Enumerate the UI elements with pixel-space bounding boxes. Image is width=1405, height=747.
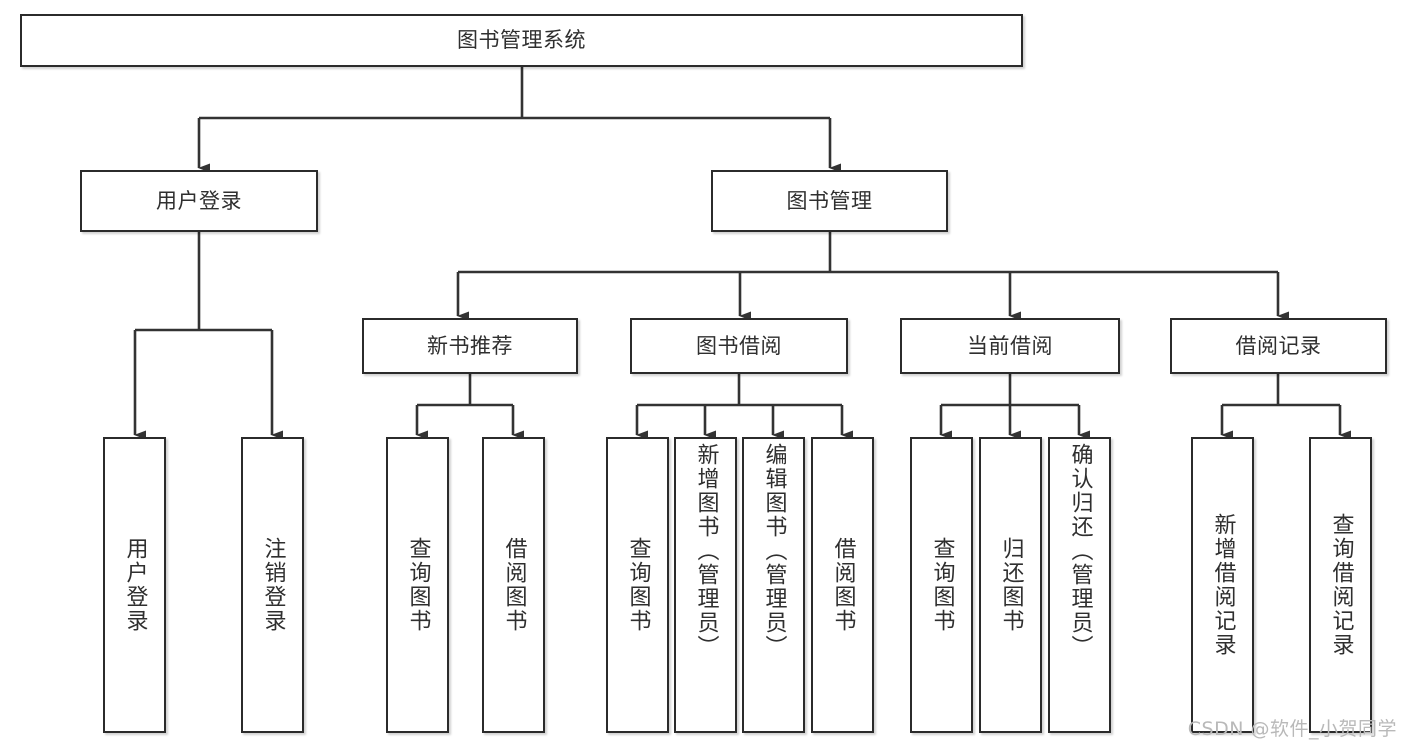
node-leaf-add-record[interactable]: 新增借阅记录	[1191, 437, 1254, 733]
node-leaf-query-book-3[interactable]: 查询图书	[910, 437, 973, 733]
node-label-leaf-borrow-book-2: 借阅图书	[830, 537, 856, 633]
node-label-borrow-record: 借阅记录	[1235, 333, 1322, 358]
node-label-leaf-add-record: 新增借阅记录	[1210, 513, 1236, 657]
node-label-leaf-return-book: 归还图书	[998, 537, 1024, 633]
node-label-leaf-user-login: 用户登录	[122, 537, 148, 633]
node-label-leaf-add-book: 新增图书（管理员）	[693, 443, 719, 659]
node-new-book-recommend[interactable]: 新书推荐	[362, 318, 578, 374]
node-label-leaf-logout-login: 注销登录	[260, 537, 286, 633]
node-label-leaf-query-book-3: 查询图书	[929, 537, 955, 633]
node-user-login[interactable]: 用户登录	[80, 170, 318, 232]
node-leaf-add-book[interactable]: 新增图书（管理员）	[674, 437, 737, 733]
node-leaf-borrow-book-2[interactable]: 借阅图书	[811, 437, 874, 733]
node-label-leaf-edit-book: 编辑图书（管理员）	[761, 443, 787, 659]
node-leaf-query-record[interactable]: 查询借阅记录	[1309, 437, 1372, 733]
node-current-borrow[interactable]: 当前借阅	[900, 318, 1120, 374]
node-leaf-confirm-return[interactable]: 确认归还（管理员）	[1048, 437, 1111, 733]
node-leaf-query-book-1[interactable]: 查询图书	[386, 437, 449, 733]
node-label-book-borrow: 图书借阅	[696, 333, 782, 358]
node-book-borrow[interactable]: 图书借阅	[630, 318, 848, 374]
node-leaf-edit-book[interactable]: 编辑图书（管理员）	[742, 437, 805, 733]
node-label-leaf-confirm-return: 确认归还（管理员）	[1067, 443, 1093, 659]
node-label-new-book-recommend: 新书推荐	[427, 333, 513, 358]
node-leaf-logout-login[interactable]: 注销登录	[241, 437, 304, 733]
node-leaf-borrow-book-1[interactable]: 借阅图书	[482, 437, 545, 733]
node-leaf-query-book-2[interactable]: 查询图书	[606, 437, 669, 733]
node-leaf-user-login[interactable]: 用户登录	[103, 437, 166, 733]
node-label-user-login: 用户登录	[156, 188, 242, 213]
node-root-system[interactable]: 图书管理系统	[20, 14, 1023, 67]
node-borrow-record[interactable]: 借阅记录	[1170, 318, 1387, 374]
node-label-root: 图书管理系统	[457, 28, 586, 53]
node-label-leaf-query-record: 查询借阅记录	[1328, 513, 1354, 657]
node-label-current-borrow: 当前借阅	[967, 333, 1053, 358]
node-book-management[interactable]: 图书管理	[711, 170, 948, 232]
node-leaf-return-book[interactable]: 归还图书	[979, 437, 1042, 733]
node-label-leaf-query-book-1: 查询图书	[405, 537, 431, 633]
csdn-watermark: CSDN @软件_小贺同学	[1187, 718, 1397, 740]
node-label-leaf-query-book-2: 查询图书	[625, 537, 651, 633]
node-label-book-management: 图书管理	[786, 188, 873, 213]
node-label-leaf-borrow-book-1: 借阅图书	[501, 537, 527, 633]
